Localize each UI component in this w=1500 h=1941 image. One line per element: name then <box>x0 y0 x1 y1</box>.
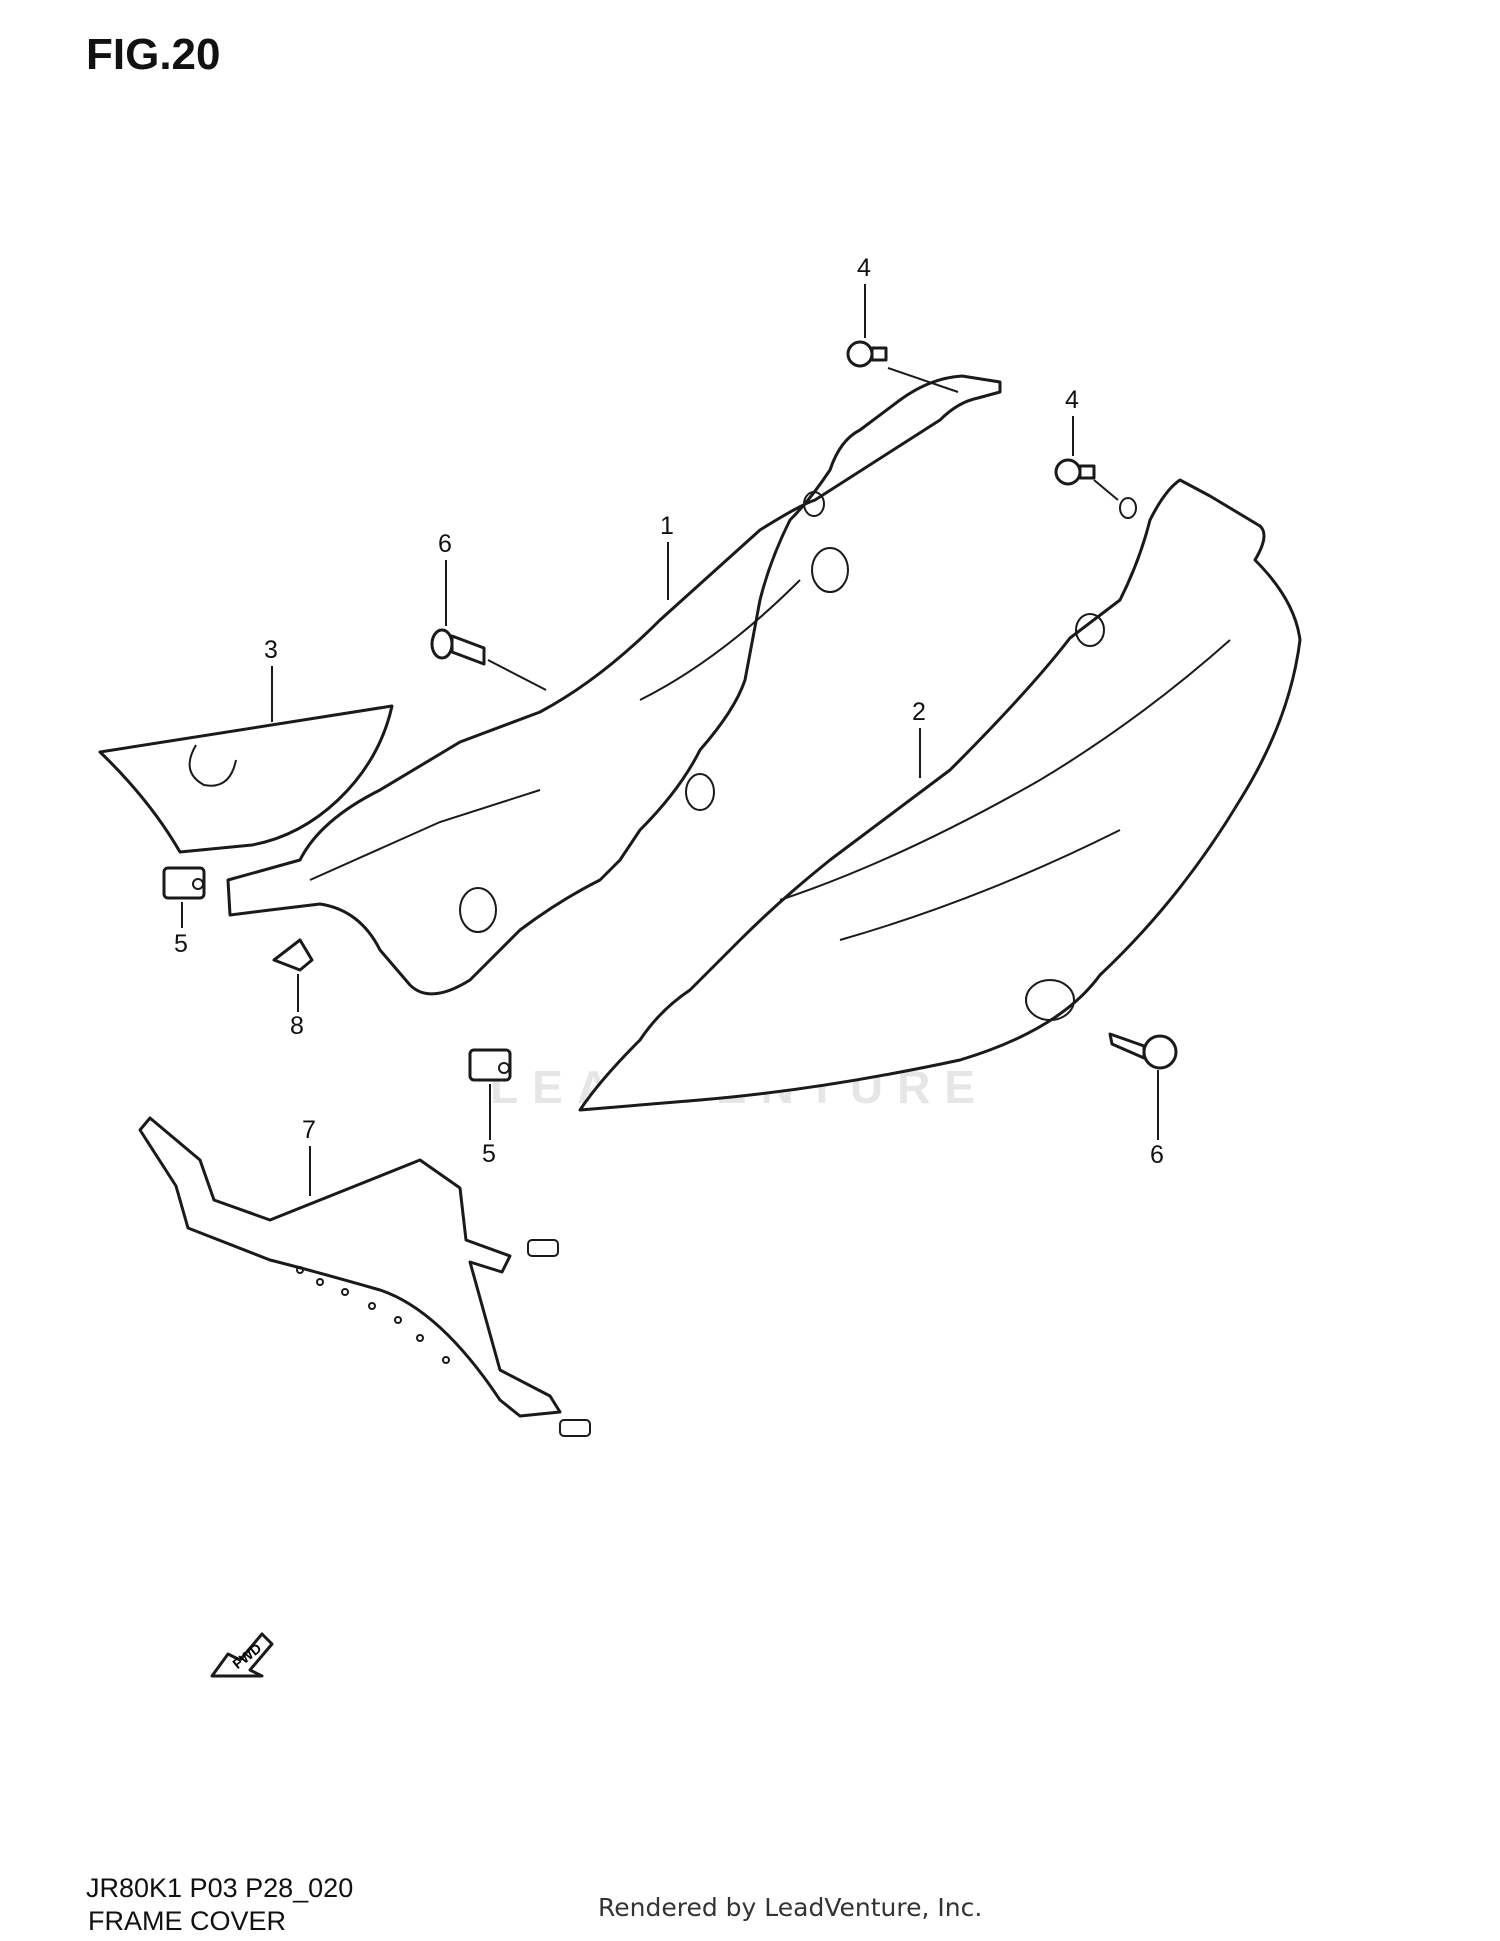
clip-8-icon <box>272 938 314 972</box>
callout-2: 2 <box>912 698 926 726</box>
callout-5-right: 5 <box>482 1140 496 1168</box>
figure-title: FIG.20 <box>86 30 221 79</box>
screw-6b-icon <box>1108 1032 1178 1070</box>
nut-5b-icon <box>468 1048 512 1082</box>
callout-6-left: 6 <box>438 530 452 558</box>
callout-6-right: 6 <box>1150 1141 1164 1169</box>
screw-6a-icon <box>430 628 486 666</box>
callout-4-right: 4 <box>1065 386 1079 414</box>
callout-3: 3 <box>264 636 278 664</box>
bolt-4b-icon <box>1054 458 1096 486</box>
fwd-arrow-icon: FWD <box>210 1632 274 1678</box>
part-2-right-frame-cover[interactable] <box>578 478 1302 1112</box>
rendered-by-credit: Rendered by LeadVenture, Inc. <box>598 1893 983 1922</box>
part-1-left-frame-cover[interactable] <box>226 374 1002 996</box>
callout-5-left: 5 <box>174 930 188 958</box>
leader-lines <box>181 284 1159 1196</box>
callout-4-top: 4 <box>857 254 871 282</box>
figure-code: JR80K1 P03 P28_020 <box>86 1873 354 1903</box>
part-3-panel[interactable] <box>98 704 394 854</box>
part-7-bracket[interactable] <box>138 1116 591 1437</box>
callout-7: 7 <box>302 1116 316 1144</box>
nut-5a-icon <box>162 866 206 900</box>
callout-1: 1 <box>660 512 674 540</box>
figure-name: FRAME COVER <box>88 1906 287 1936</box>
callout-8: 8 <box>290 1012 304 1040</box>
bolt-4a-icon <box>846 340 888 368</box>
